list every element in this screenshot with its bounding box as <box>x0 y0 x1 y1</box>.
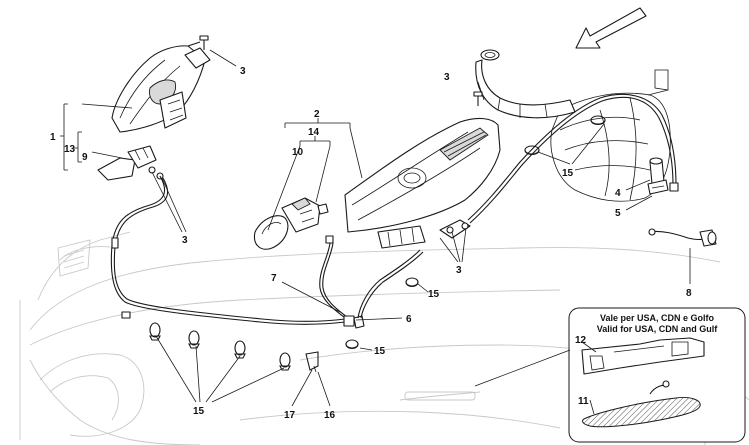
callout-7: 7 <box>271 273 277 284</box>
headlamp-right <box>344 117 501 249</box>
fender-liner <box>550 69 671 202</box>
harness-right <box>357 93 679 319</box>
callout-8: 8 <box>686 288 692 299</box>
callout-13: 13 <box>64 144 76 155</box>
callout-15-grommet-right: 15 <box>428 289 440 300</box>
callout-14: 14 <box>308 127 320 138</box>
callout-3-right-bracket: 3 <box>456 265 462 276</box>
callout-17: 17 <box>284 410 296 421</box>
leader-lines <box>60 49 691 415</box>
inset-reflector-holder <box>581 337 705 375</box>
callout-3-left-bracket: 3 <box>182 235 188 246</box>
callout-9: 9 <box>82 152 88 163</box>
callout-3-left-screw: 3 <box>240 66 246 77</box>
screws <box>199 35 483 106</box>
inset-caption-italian: Vale per USA, CDN e Golfo <box>599 313 715 323</box>
grommets-right <box>405 115 606 288</box>
washer-pump <box>647 157 669 195</box>
fog-lamp <box>253 197 329 250</box>
callout-3-right-screw: 3 <box>444 72 450 83</box>
inset-caption: Vale per USA, CDN e Golfo Valid for USA,… <box>573 313 741 335</box>
callout-2: 2 <box>314 109 320 120</box>
callout-10: 10 <box>292 147 304 158</box>
callout-15-fender: 15 <box>562 168 574 179</box>
headlamp-left <box>111 41 211 133</box>
front-direction-arrow-icon <box>575 7 647 49</box>
callout-15-bottom: 15 <box>193 406 205 417</box>
inset-pointer <box>474 349 571 387</box>
side-marker-left <box>97 145 164 181</box>
callout-15-center: 15 <box>374 346 386 357</box>
callout-12: 12 <box>575 335 587 346</box>
grommets-bottom <box>149 322 291 371</box>
callout-6: 6 <box>406 314 412 325</box>
harness-left <box>110 175 346 325</box>
connector-part-8 <box>648 228 717 247</box>
callout-16: 16 <box>324 410 336 421</box>
callout-4: 4 <box>615 188 621 199</box>
washer-filler-neck <box>475 49 576 119</box>
inset-reflector <box>582 380 701 428</box>
callout-1: 1 <box>50 132 56 143</box>
inset-caption-english: Valid for USA, CDN and Gulf <box>596 324 718 334</box>
callout-11: 11 <box>578 396 589 407</box>
callout-5: 5 <box>615 208 621 219</box>
harness-center <box>305 235 365 373</box>
